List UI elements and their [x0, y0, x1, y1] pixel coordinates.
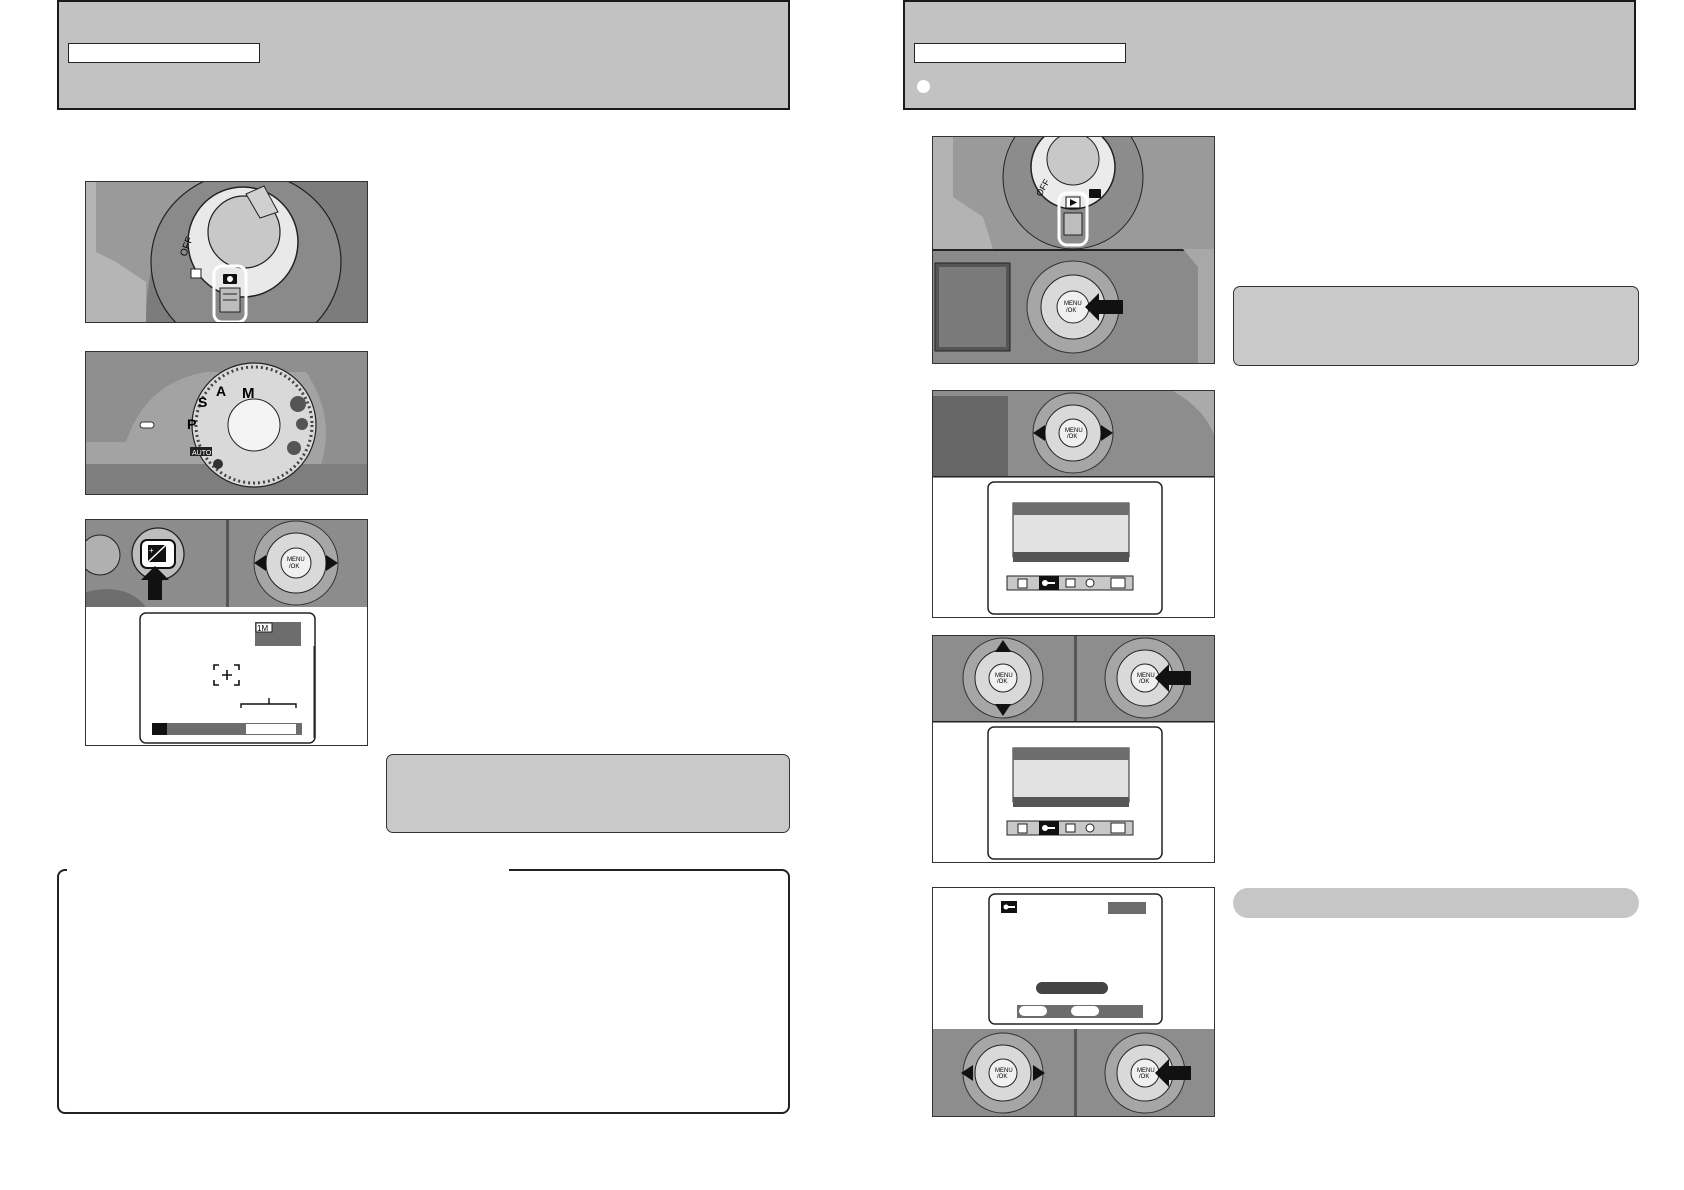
protect-key-icon	[1001, 901, 1017, 913]
mode-dial-s: S	[198, 394, 207, 410]
menu-ok-line2: /OK	[1066, 308, 1076, 314]
mode-dial-auto: AUTO	[192, 450, 212, 457]
menu-ok-line1: MENU	[1137, 673, 1155, 679]
mode-dial-a: A	[216, 383, 226, 399]
menu-ok-line2: /OK	[1139, 679, 1149, 685]
playback-icon	[1065, 196, 1081, 209]
figure-playback-menu-ok: OFF MENU /OK	[932, 136, 1215, 364]
menu-ok-line1: MENU	[287, 557, 305, 563]
right-header-title-box	[914, 43, 1126, 63]
copy-icon	[1065, 823, 1076, 833]
protect-key-icon	[1042, 825, 1055, 831]
menu-ok-line2: /OK	[1067, 434, 1077, 440]
playback-icon	[190, 268, 202, 279]
header-bullet-dot	[917, 80, 930, 93]
press-arrow-icon	[141, 566, 169, 600]
menu-ok-line1: MENU	[1064, 301, 1082, 307]
copy-icon	[1065, 578, 1076, 588]
right-page-header	[903, 0, 1636, 110]
mode-dial-p: P	[187, 416, 196, 432]
menu-ok-line1: MENU	[995, 1068, 1013, 1074]
set-icon	[1110, 822, 1126, 834]
exposure-compensation-icon: +	[147, 544, 167, 563]
menu-ok-line1: MENU	[1065, 428, 1083, 434]
right-heading-pill	[1233, 888, 1639, 918]
left-page-header	[57, 0, 790, 110]
figure-protect-confirm: MENU /OK MENU /OK	[932, 887, 1215, 1117]
set-icon	[1110, 577, 1126, 589]
trash-icon	[1017, 823, 1028, 834]
left-header-title-box	[68, 43, 260, 63]
microphone-icon	[1085, 823, 1095, 833]
left-note-box	[386, 754, 790, 833]
left-info-frame	[57, 869, 790, 1114]
trash-icon	[1017, 578, 1028, 589]
menu-ok-line1: MENU	[1137, 1068, 1155, 1074]
figure-exposure-compensation: + MENU /OK 1M	[85, 519, 368, 746]
figure-select-protect-menu: MENU /OK	[932, 390, 1215, 618]
press-arrow-icon	[1155, 664, 1191, 692]
camera-icon	[1089, 189, 1101, 198]
right-note-box	[1233, 286, 1639, 366]
quality-badge: 1M	[257, 624, 268, 633]
mode-dial-m: M	[242, 385, 255, 402]
menu-ok-line2: /OK	[997, 679, 1007, 685]
focus-frame-icon	[213, 664, 240, 686]
press-arrow-icon	[1085, 293, 1123, 321]
menu-ok-line2: /OK	[1139, 1074, 1149, 1080]
menu-ok-line2: /OK	[997, 1074, 1007, 1080]
figure-power-switch-camera: OFF	[85, 181, 368, 323]
figure-select-and-confirm: MENU /OK MENU /OK	[932, 635, 1215, 863]
svg-text:+: +	[149, 546, 154, 555]
left-info-frame-title-gap	[67, 864, 509, 874]
protect-key-icon	[1042, 580, 1055, 586]
menu-ok-line2: /OK	[289, 564, 299, 570]
camera-icon	[223, 274, 237, 284]
press-arrow-icon	[1155, 1059, 1191, 1087]
microphone-icon	[1085, 578, 1095, 588]
figure-mode-dial: M A S P AUTO	[85, 351, 368, 495]
menu-ok-line1: MENU	[995, 673, 1013, 679]
